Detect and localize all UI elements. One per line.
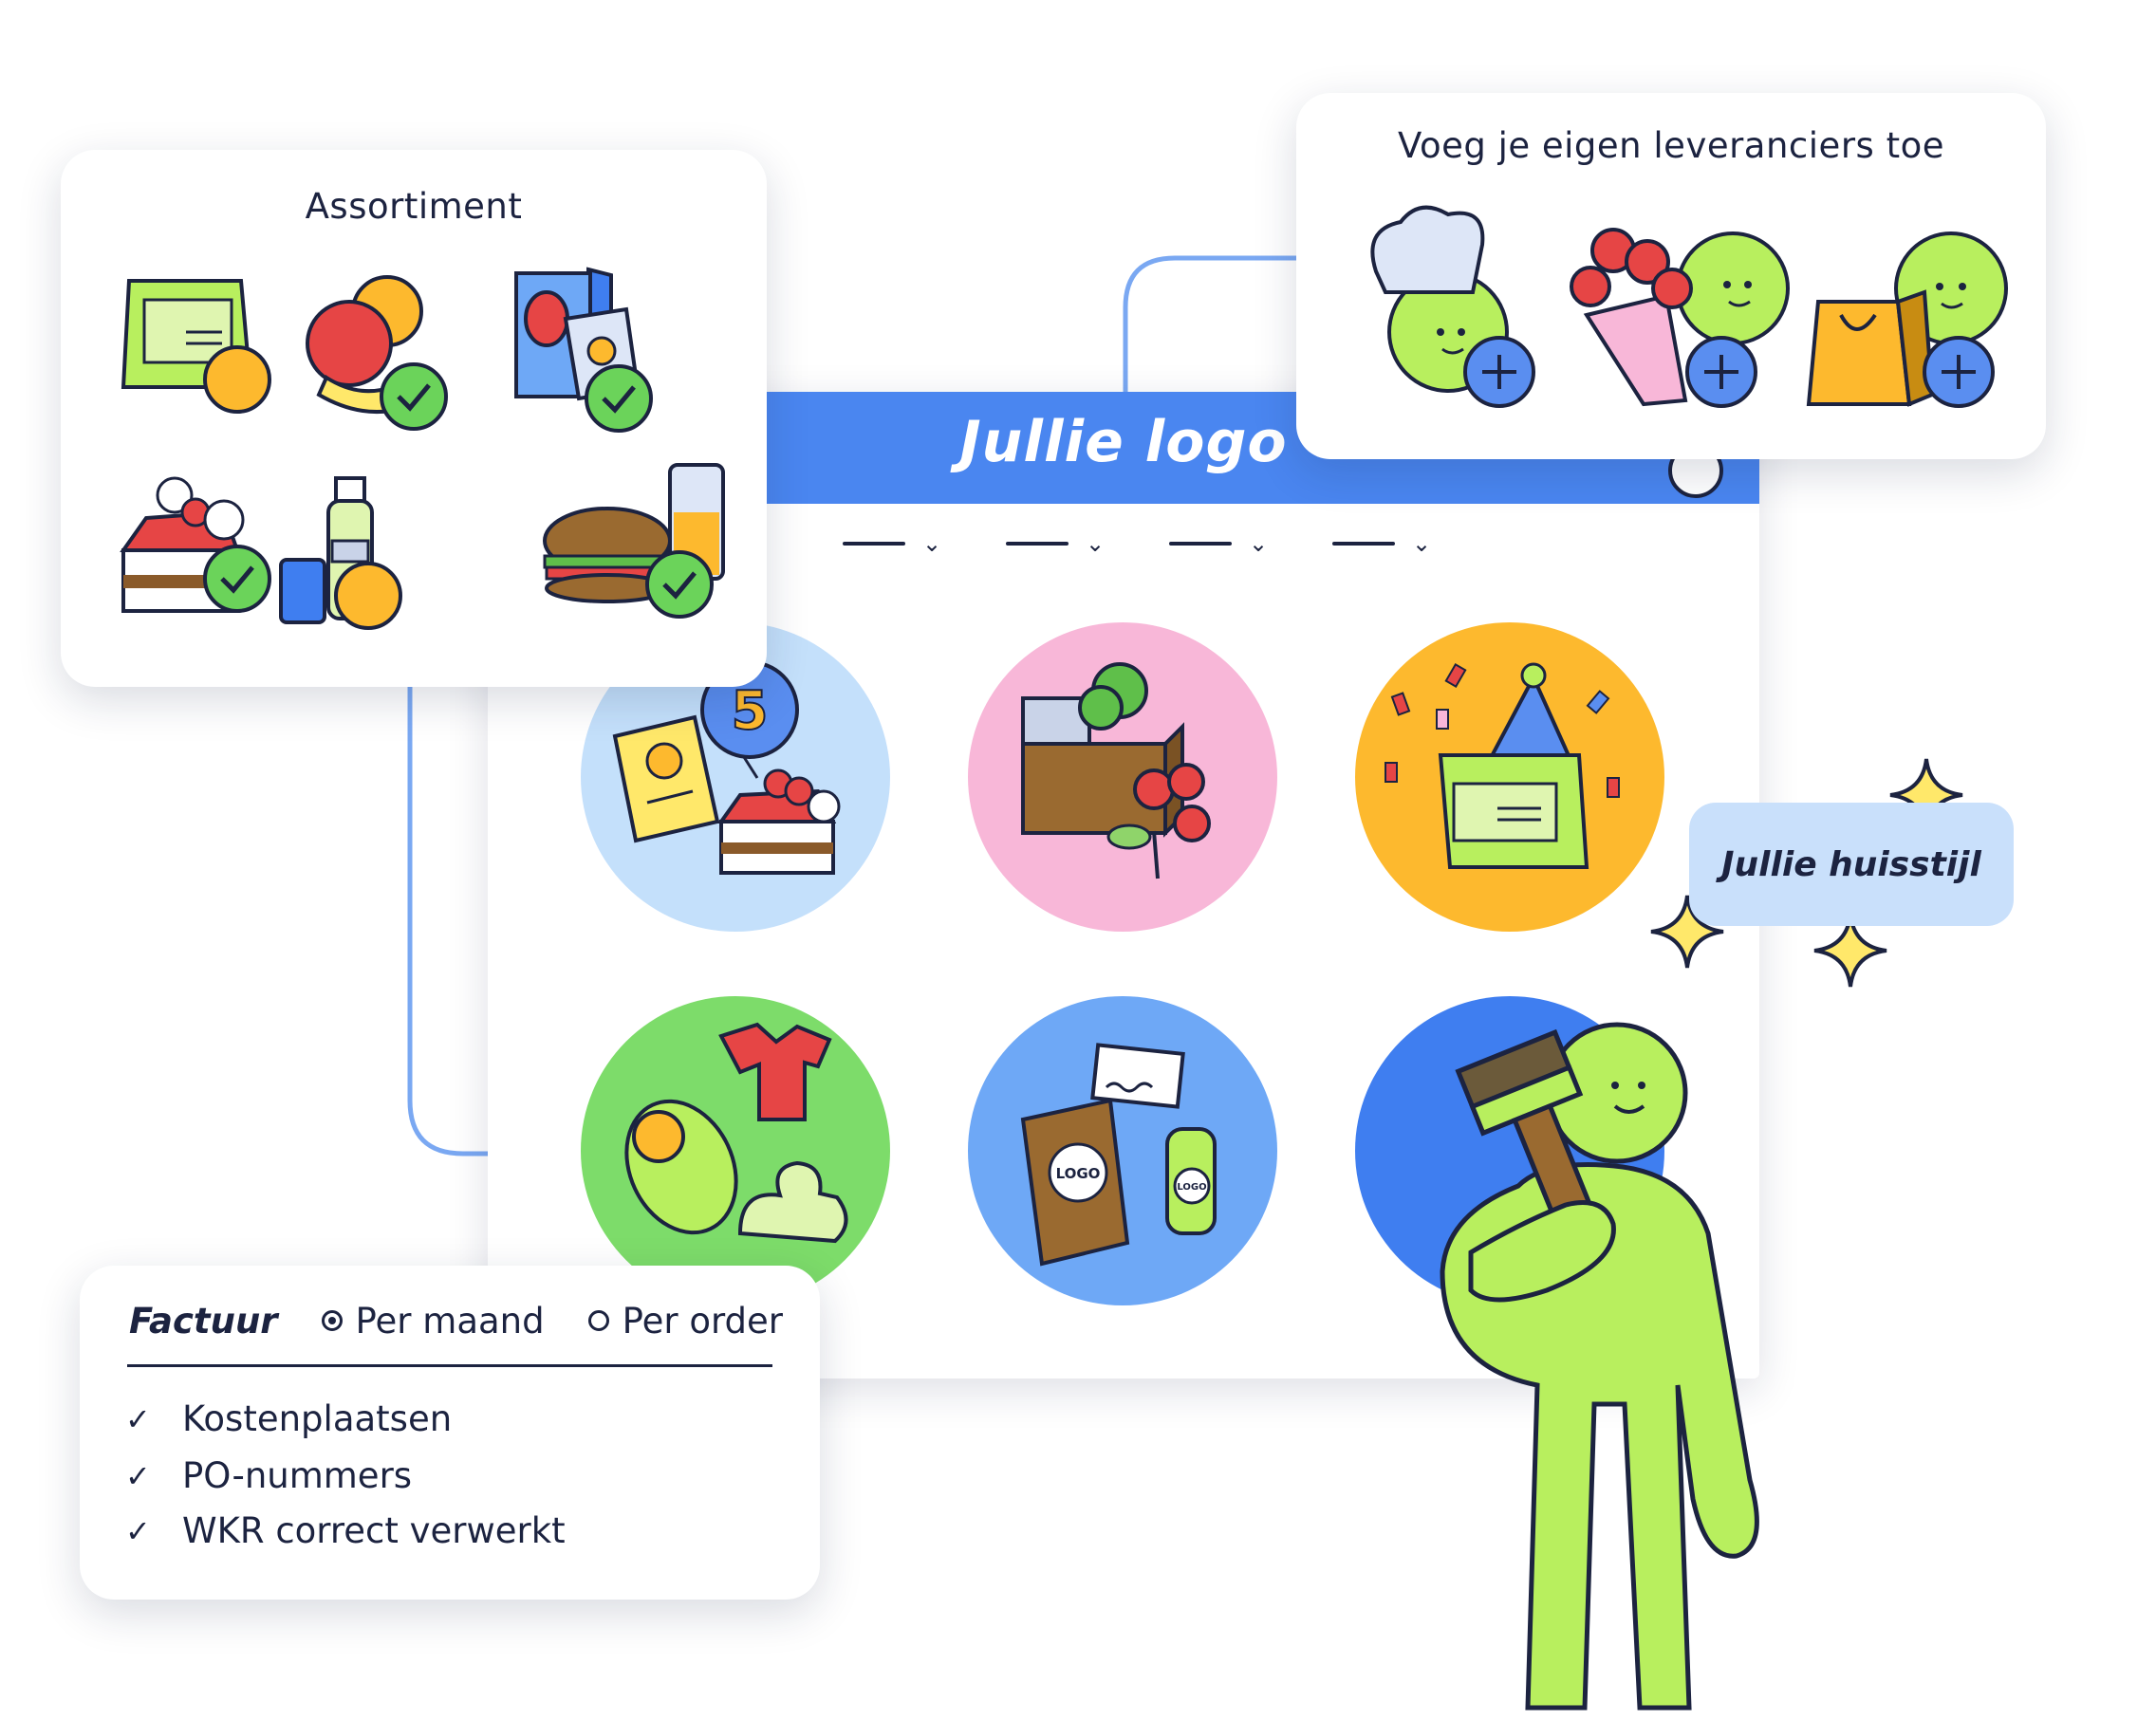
assortiment-grid <box>120 267 725 630</box>
merchandise-icon: LOGO LOGO <box>1020 1043 1217 1267</box>
greeting-card-icon <box>514 267 653 433</box>
suppliers-card: Voeg je eigen leveranciers toe <box>1296 93 2046 459</box>
bag-supplier-icon <box>1806 231 2008 408</box>
baby-icon <box>624 1022 848 1244</box>
svg-text:LOGO: LOGO <box>1056 1165 1101 1182</box>
feature-item: ✓ PO-nummers <box>125 1455 412 1496</box>
flower-supplier-icon <box>1570 228 1790 408</box>
filter-dropdown-1[interactable]: ⌄ <box>843 525 941 563</box>
divider <box>127 1364 772 1367</box>
factuur-card: Factuur Per maand Per order ✓ Kostenplaa… <box>80 1266 820 1600</box>
category-party[interactable] <box>1355 622 1664 932</box>
check-icon: ✓ <box>125 1512 151 1549</box>
svg-text:LOGO: LOGO <box>1177 1182 1206 1193</box>
feature-item: ✓ Kostenplaatsen <box>125 1398 452 1439</box>
filter-dropdown-3[interactable]: ⌄ <box>1169 525 1268 563</box>
suppliers-row <box>1370 205 2008 408</box>
factuur-header: Factuur Per maand Per order <box>129 1292 783 1349</box>
suppliers-title: Voeg je eigen leveranciers toe <box>1398 125 1944 166</box>
radio-selected-icon[interactable] <box>321 1310 343 1331</box>
check-icon: ✓ <box>125 1400 151 1437</box>
category-merchandise[interactable]: LOGO LOGO <box>968 996 1277 1305</box>
assortiment-card: Assortiment <box>61 150 767 687</box>
factuur-label: Factuur <box>129 1300 278 1342</box>
filter-dropdown-4[interactable]: ⌄ <box>1332 525 1431 563</box>
cake-icon <box>120 476 271 613</box>
feature-label: WKR correct verwerkt <box>182 1510 566 1551</box>
category-plants-flowers[interactable] <box>968 622 1277 932</box>
filter-dropdown-2[interactable]: ⌄ <box>1006 525 1105 563</box>
huisstijl-badge: Jullie huisstijl <box>1689 803 2014 926</box>
drinks-icon <box>279 476 402 630</box>
option-per-maand-label: Per maand <box>355 1300 545 1342</box>
sparkle-icon <box>1813 914 1887 988</box>
category-baby[interactable] <box>581 996 890 1305</box>
shop-logo: Jullie logo <box>959 409 1288 475</box>
chef-supplier-icon <box>1370 205 1535 408</box>
check-icon: ✓ <box>125 1457 151 1494</box>
feature-label: PO-nummers <box>182 1455 413 1496</box>
party-icon <box>1385 662 1620 869</box>
lunch-icon <box>543 463 725 619</box>
svg-text:5: 5 <box>732 680 769 742</box>
option-per-order-label: Per order <box>622 1300 783 1342</box>
option-per-order[interactable]: Per order <box>587 1300 783 1342</box>
option-per-maand[interactable]: Per maand <box>321 1300 545 1342</box>
feature-item: ✓ WKR correct verwerkt <box>125 1510 566 1551</box>
gift-card-icon <box>121 279 271 414</box>
painter-character-icon <box>1440 1022 1759 1711</box>
plants-flowers-icon <box>1021 662 1211 879</box>
fruit-icon <box>306 275 448 431</box>
feature-label: Kostenplaatsen <box>182 1398 453 1439</box>
sparkle-icon <box>1650 895 1724 969</box>
birthday-icon: 5 <box>612 660 841 875</box>
assortiment-title: Assortiment <box>305 186 523 227</box>
radio-unselected-icon[interactable] <box>587 1310 609 1331</box>
